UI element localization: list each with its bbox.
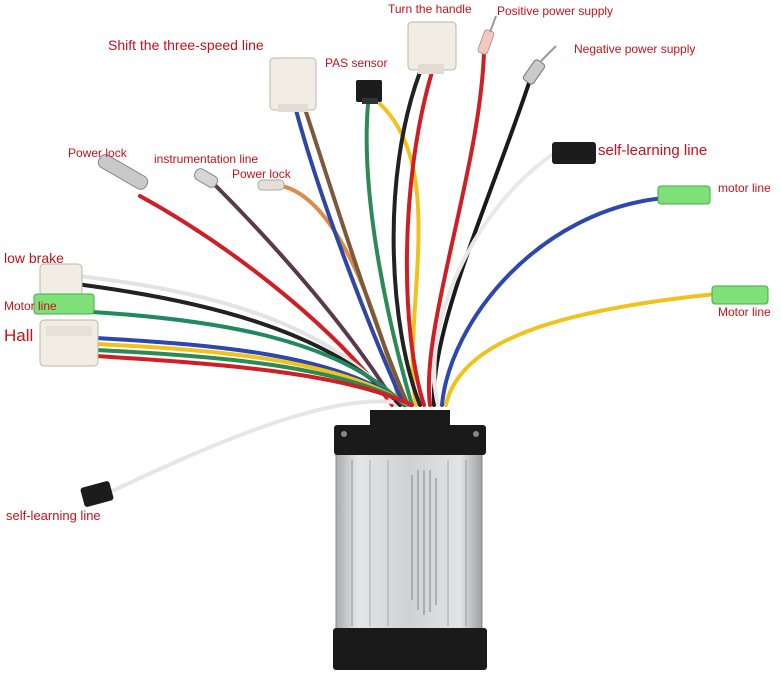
- wire-white-self-learning: [432, 150, 558, 407]
- wire-black-handle: [391, 70, 422, 407]
- power-lock-terminal-1: [97, 154, 149, 190]
- housing-print-lines: [411, 470, 437, 615]
- wire-yellow-motor: [444, 292, 718, 407]
- pas-sensor-connector: [356, 80, 382, 104]
- label-self-learning-left: self-learning line: [6, 508, 101, 523]
- wire-brown-speed: [304, 110, 410, 407]
- wire-purple-instrumentation: [210, 180, 398, 407]
- negative-terminal: [522, 45, 557, 85]
- label-turn-handle: Turn the handle: [388, 2, 472, 16]
- label-power-lock-1: Power lock: [68, 146, 127, 160]
- wire-red-hall: [94, 354, 414, 407]
- self-learning-connector-left: [80, 481, 114, 507]
- controller-housing: [333, 410, 487, 670]
- wire-blue-speed: [294, 108, 406, 407]
- motor-terminal-right-1: [657, 185, 711, 205]
- label-low-brake: low brake: [4, 250, 64, 266]
- label-shift-speed: Shift the three-speed line: [108, 37, 264, 53]
- label-motor-line-right-1: motor line: [718, 181, 771, 195]
- instrumentation-terminal: [193, 168, 219, 188]
- low-brake-connector: [39, 263, 83, 297]
- label-power-lock-2: Power lock: [232, 167, 291, 181]
- wire-orange-power-lock: [280, 184, 402, 407]
- label-negative-power: Negative power supply: [574, 42, 696, 56]
- wire-green-pas: [364, 102, 414, 407]
- label-self-learning-right: self-learning line: [598, 142, 708, 159]
- label-hall: Hall: [4, 326, 34, 345]
- wire-bundle: [74, 50, 718, 494]
- motor-terminal-right-2: [711, 285, 769, 305]
- wire-blue-motor: [440, 196, 666, 407]
- hall-connector: [39, 319, 99, 367]
- wire-red-handle: [404, 70, 434, 407]
- wire-green-motor-left: [90, 310, 406, 407]
- shift-speed-connector: [269, 57, 317, 112]
- handle-connector: [407, 21, 457, 74]
- wire-white-self-learning-left: [108, 399, 394, 494]
- label-motor-line-left: Motor line: [4, 299, 57, 313]
- self-learning-connector-right: [552, 142, 596, 164]
- connectors: [33, 15, 769, 507]
- label-positive-power: Positive power supply: [497, 4, 614, 18]
- label-instrumentation: instrumentation line: [154, 152, 259, 166]
- label-motor-line-right-2: Motor line: [718, 305, 771, 319]
- positive-terminal: [477, 15, 497, 55]
- label-pas-sensor: PAS sensor: [325, 56, 388, 70]
- wire-red-positive: [426, 50, 486, 407]
- motor-terminal-left: [33, 293, 95, 315]
- power-lock-terminal-2: [257, 179, 285, 191]
